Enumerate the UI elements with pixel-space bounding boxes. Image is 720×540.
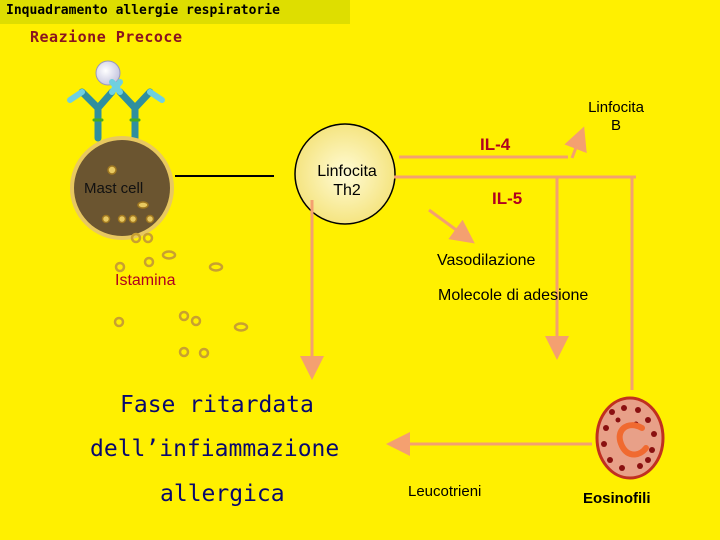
fase-ritardata-line3: allergica <box>160 481 285 507</box>
il4-label: IL-4 <box>480 135 511 154</box>
header-title: Inquadramento allergie respiratorie <box>6 3 280 18</box>
mast-cell-granules <box>101 165 155 224</box>
istamina-label: Istamina <box>115 272 176 289</box>
antibody-icon <box>67 79 123 142</box>
granule-icon <box>113 232 249 359</box>
linfocita-b-line1: Linfocita <box>588 99 644 116</box>
allergen-icon <box>95 60 121 86</box>
th2-label: Linfocita Th2 <box>300 162 394 200</box>
vasodilazione-label: Vasodilazione <box>437 252 536 269</box>
eosinofili-label: Eosinofili <box>583 490 651 507</box>
pathway-arrows <box>300 126 636 456</box>
linfocita-b-label: Linfocita B <box>576 99 656 135</box>
th2-label-line2: Th2 <box>333 182 361 199</box>
fase-ritardata-line2: dell’infiammazione <box>90 436 340 462</box>
header-bar <box>0 0 350 24</box>
th2-label-line1: Linfocita <box>317 163 377 180</box>
eosinophil-icon <box>595 396 665 480</box>
antibody-icon <box>109 79 165 142</box>
il5-label: IL-5 <box>492 189 523 208</box>
linfocita-b-line2: B <box>610 117 621 134</box>
mast-cell-label: Mast cell <box>84 180 144 197</box>
th2-cell <box>294 123 396 225</box>
leucotrieni-label: Leucotrieni <box>408 483 482 500</box>
molecole-adesione-label: Molecole di adesione <box>438 287 589 304</box>
fase-ritardata-line1: Fase ritardata <box>120 392 314 418</box>
slide-subtitle: Reazione Precoce <box>30 28 183 46</box>
mast-cell <box>70 136 174 240</box>
